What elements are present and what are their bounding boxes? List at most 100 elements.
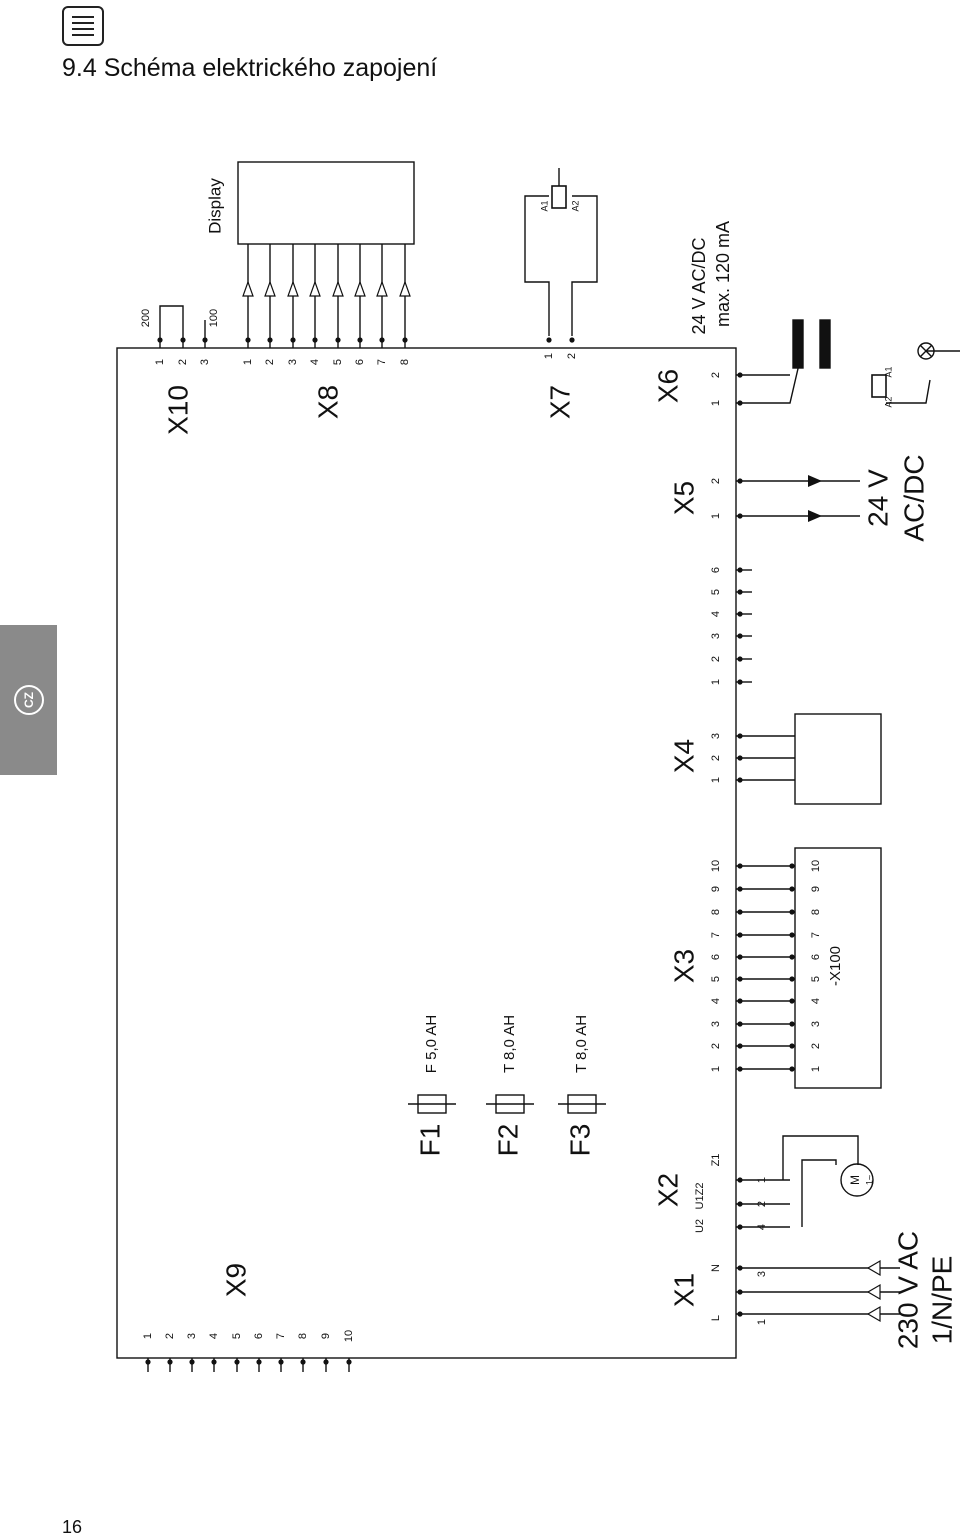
x7-relay-a1-label: A1: [539, 200, 549, 211]
x6-transformer-left: [792, 319, 804, 369]
x7-wire-2: [571, 195, 598, 336]
x1-label: X1: [668, 1273, 699, 1307]
x9-label: X9: [220, 1263, 251, 1297]
x7-pin-dot-2: [569, 337, 575, 343]
x2-bottom-pin-1: 1: [756, 1177, 768, 1183]
language-tab: [0, 625, 57, 775]
x9-pin-label-10: 10: [343, 1330, 355, 1342]
x100-pin-dot-3: [789, 1021, 795, 1027]
x8-arrow-2: [264, 280, 276, 297]
display-box: [237, 161, 415, 245]
x5-supply-line2: AC/DC: [898, 454, 929, 541]
x3-pin-dot-6: [737, 954, 743, 960]
x8-pin-dot-7: [379, 337, 385, 343]
x3-pin-dot-5: [737, 976, 743, 982]
x9-pin-dot-10: [346, 1359, 352, 1365]
x8-pin-label-8: 8: [399, 359, 411, 365]
x9-pin-dot-4: [211, 1359, 217, 1365]
x8-label: X8: [312, 385, 343, 419]
x3-pin-label-5: 5: [710, 976, 722, 982]
mains-line2: 1/N/PE: [926, 1256, 957, 1345]
x100-pin-label-2: 2: [810, 1043, 822, 1049]
x8-pin-label-6: 6: [354, 359, 366, 365]
x4b-pin-label-5: 5: [710, 589, 722, 595]
x100-pin-dot-9: [789, 886, 795, 892]
x100-pin-dot-10: [789, 863, 795, 869]
x6-transformer-right: [819, 319, 831, 369]
x100-pin-dot-4: [789, 998, 795, 1004]
x4-module-box: [794, 713, 882, 805]
x4-pin-dot-1: [737, 777, 743, 783]
x4b-pin-label-4: 4: [710, 611, 722, 617]
x4-pin-dot-2: [737, 755, 743, 761]
fuse-name-F2: F2: [492, 1124, 523, 1157]
x100-pin-label-4: 4: [810, 998, 822, 1004]
x3-pin-label-8: 8: [710, 909, 722, 915]
x6-load-wire: [886, 379, 931, 404]
x10-pin-dot-3: [202, 337, 208, 343]
x5-pin-label-1: 1: [710, 513, 722, 519]
x7-pin-label-2: 2: [566, 353, 578, 359]
x9-pin-dot-7: [278, 1359, 284, 1365]
x8-arrow-1: [242, 280, 254, 297]
motor-icon: [840, 1163, 874, 1197]
x8-arrow-4: [309, 280, 321, 297]
x6-supply-line1: 24 V AC/DC: [689, 237, 709, 334]
x2-pin-dot-1: [737, 1224, 743, 1230]
x1-arrow-3: [866, 1259, 881, 1277]
x3-pin-dot-2: [737, 1043, 743, 1049]
x1-bottom-pin-1: 1: [756, 1319, 768, 1325]
x9-pin-dot-3: [189, 1359, 195, 1365]
x8-pin-label-7: 7: [376, 359, 388, 365]
x9-pin-label-7: 7: [275, 1333, 287, 1339]
x6-wire-1: [736, 359, 801, 404]
x2-label: X2: [652, 1173, 683, 1207]
x8-arrow-8: [399, 280, 411, 297]
x9-pin-label-9: 9: [320, 1333, 332, 1339]
x8-arrow-7: [376, 280, 388, 297]
x2-pin-dot-3: [737, 1177, 743, 1183]
x8-pin-dot-5: [335, 337, 341, 343]
x9-pin-label-3: 3: [186, 1333, 198, 1339]
x3-pin-dot-1: [737, 1066, 743, 1072]
x9-pin-dot-1: [145, 1359, 151, 1365]
x4-pin-label-3: 3: [710, 733, 722, 739]
x3-pin-label-1: 1: [710, 1066, 722, 1072]
x100-pin-label-6: 6: [810, 954, 822, 960]
x7-pin-label-1: 1: [543, 353, 555, 359]
x10-jumper: [159, 305, 184, 336]
x4-pin-label-1: 1: [710, 777, 722, 783]
x6-pin-label-2: 2: [710, 372, 722, 378]
x6-supply-line2: max. 120 mA: [713, 221, 733, 327]
x3-pin-dot-4: [737, 998, 743, 1004]
x2-pin-dot-2: [737, 1201, 743, 1207]
x9-pin-dot-8: [300, 1359, 306, 1365]
x3-pin-dot-7: [737, 932, 743, 938]
x1-pin-dot-2: [737, 1289, 743, 1295]
x10-pin-dot-1: [157, 337, 163, 343]
x7-relay-a2-label: A2: [570, 200, 580, 211]
x100-pin-label-1: 1: [810, 1066, 822, 1072]
x4b-pin-label-3: 3: [710, 633, 722, 639]
x3-label: X3: [668, 949, 699, 983]
x8-pin-label-1: 1: [242, 359, 254, 365]
x8-arrow-3: [287, 280, 299, 297]
x7-pin-dot-1: [546, 337, 552, 343]
x5-arrow-1: [808, 510, 822, 522]
x2-u2-label: U2: [694, 1219, 706, 1233]
x10-pin-label-3: 3: [199, 359, 211, 365]
x100-pin-dot-5: [789, 976, 795, 982]
x9-pin-label-1: 1: [142, 1333, 154, 1339]
x3-pin-dot-8: [737, 909, 743, 915]
x1-arrow-1: [866, 1305, 881, 1323]
x100-terminal-box: [794, 847, 882, 1089]
fuse-rating-F2: T 8,0 AH: [501, 1015, 518, 1073]
x4-label: X4: [668, 739, 699, 773]
x4b-pin-label-1: 1: [710, 679, 722, 685]
x4b-pin-dot-1: [737, 679, 743, 685]
x8-pin-dot-2: [267, 337, 273, 343]
fuse-rating-F3: T 8,0 AH: [573, 1015, 590, 1073]
x9-pin-dot-5: [234, 1359, 240, 1365]
x8-arrow-5: [332, 280, 344, 297]
